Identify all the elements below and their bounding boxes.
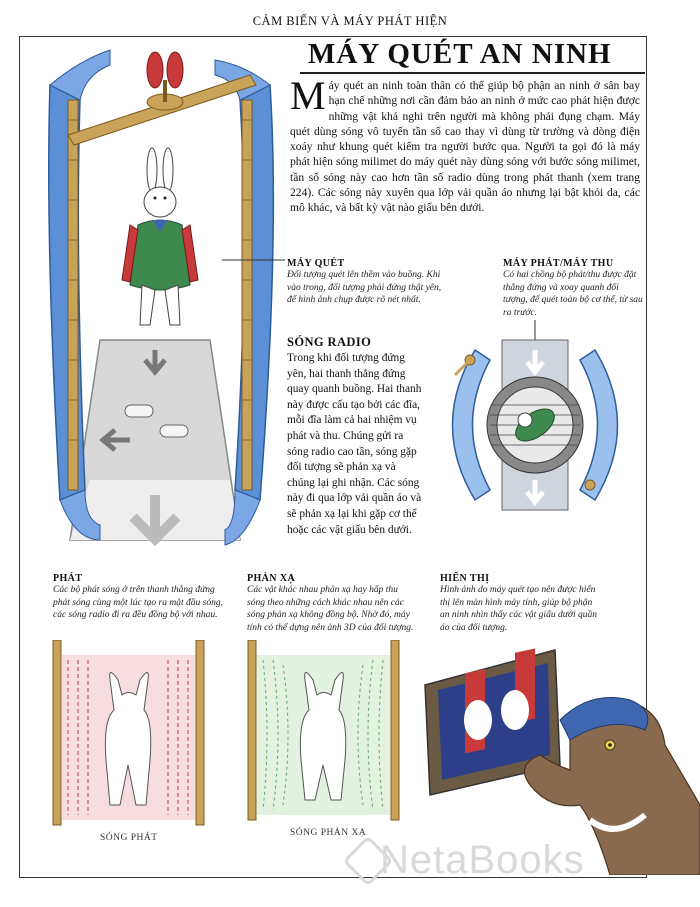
watermark: NetaBooks — [380, 838, 585, 882]
emit-waves-label: SÓNG PHÁT — [100, 833, 158, 843]
scanner-illustration — [48, 49, 285, 547]
emitter-caption-text: Có hai chồng bộ phát/thu được đặt thẳng … — [503, 270, 643, 318]
reflect-caption-text: Các vật khác nhau phản xạ hay hấp thu só… — [247, 585, 414, 633]
intro-dropcap: M — [290, 73, 326, 118]
intro-text: áy quét an ninh toàn thân có thể giúp bộ… — [290, 79, 640, 215]
page-frame — [19, 36, 647, 878]
reflect-caption: PHẢN XẠ Các vật khác nhau phản xạ hay hấ… — [247, 573, 417, 634]
scanner-caption-title: MÁY QUÉT — [287, 258, 345, 269]
section-header: CẢM BIẾN VÀ MÁY PHÁT HIỆN — [252, 14, 448, 28]
emitter-diagram — [451, 320, 619, 511]
display-caption-title: HIỂN THỊ — [440, 573, 490, 584]
display-illustration — [424, 648, 700, 875]
emit-caption-text: Các bộ phát sóng ở trên thanh thẳng đứng… — [53, 585, 223, 620]
reflect-waves-illustration — [247, 640, 400, 821]
title-rule — [300, 72, 645, 74]
page-title: MÁY QUÉT AN NINH — [308, 38, 612, 70]
radio-heading: SÓNG RADIO — [287, 335, 372, 349]
reflect-caption-title: PHẢN XẠ — [247, 573, 296, 584]
emitter-caption-title: MÁY PHÁT/MÁY THU — [503, 258, 614, 269]
radio-paragraph: Trong khi đối tượng đứng yên, hai thanh … — [287, 352, 422, 536]
scanner-caption-text: Đối tượng quét lên thềm vào buồng. Khi v… — [287, 270, 442, 305]
reflect-waves-label: SÓNG PHẢN XẠ — [290, 828, 367, 838]
scanner-caption: MÁY QUÉT Đối tượng quét lên thềm vào buồ… — [287, 258, 452, 307]
display-caption-text: Hình ảnh do máy quét tạo nên được hiển t… — [440, 585, 597, 633]
emit-waves-illustration — [52, 640, 205, 826]
emit-caption: PHÁT Các bộ phát sóng ở trên thanh thẳng… — [53, 573, 233, 622]
emit-caption-title: PHÁT — [53, 573, 83, 584]
emitter-caption: MÁY PHÁT/MÁY THU Có hai chồng bộ phát/th… — [503, 258, 643, 319]
display-caption: HIỂN THỊ Hình ảnh do máy quét tạo nên đư… — [440, 573, 600, 634]
